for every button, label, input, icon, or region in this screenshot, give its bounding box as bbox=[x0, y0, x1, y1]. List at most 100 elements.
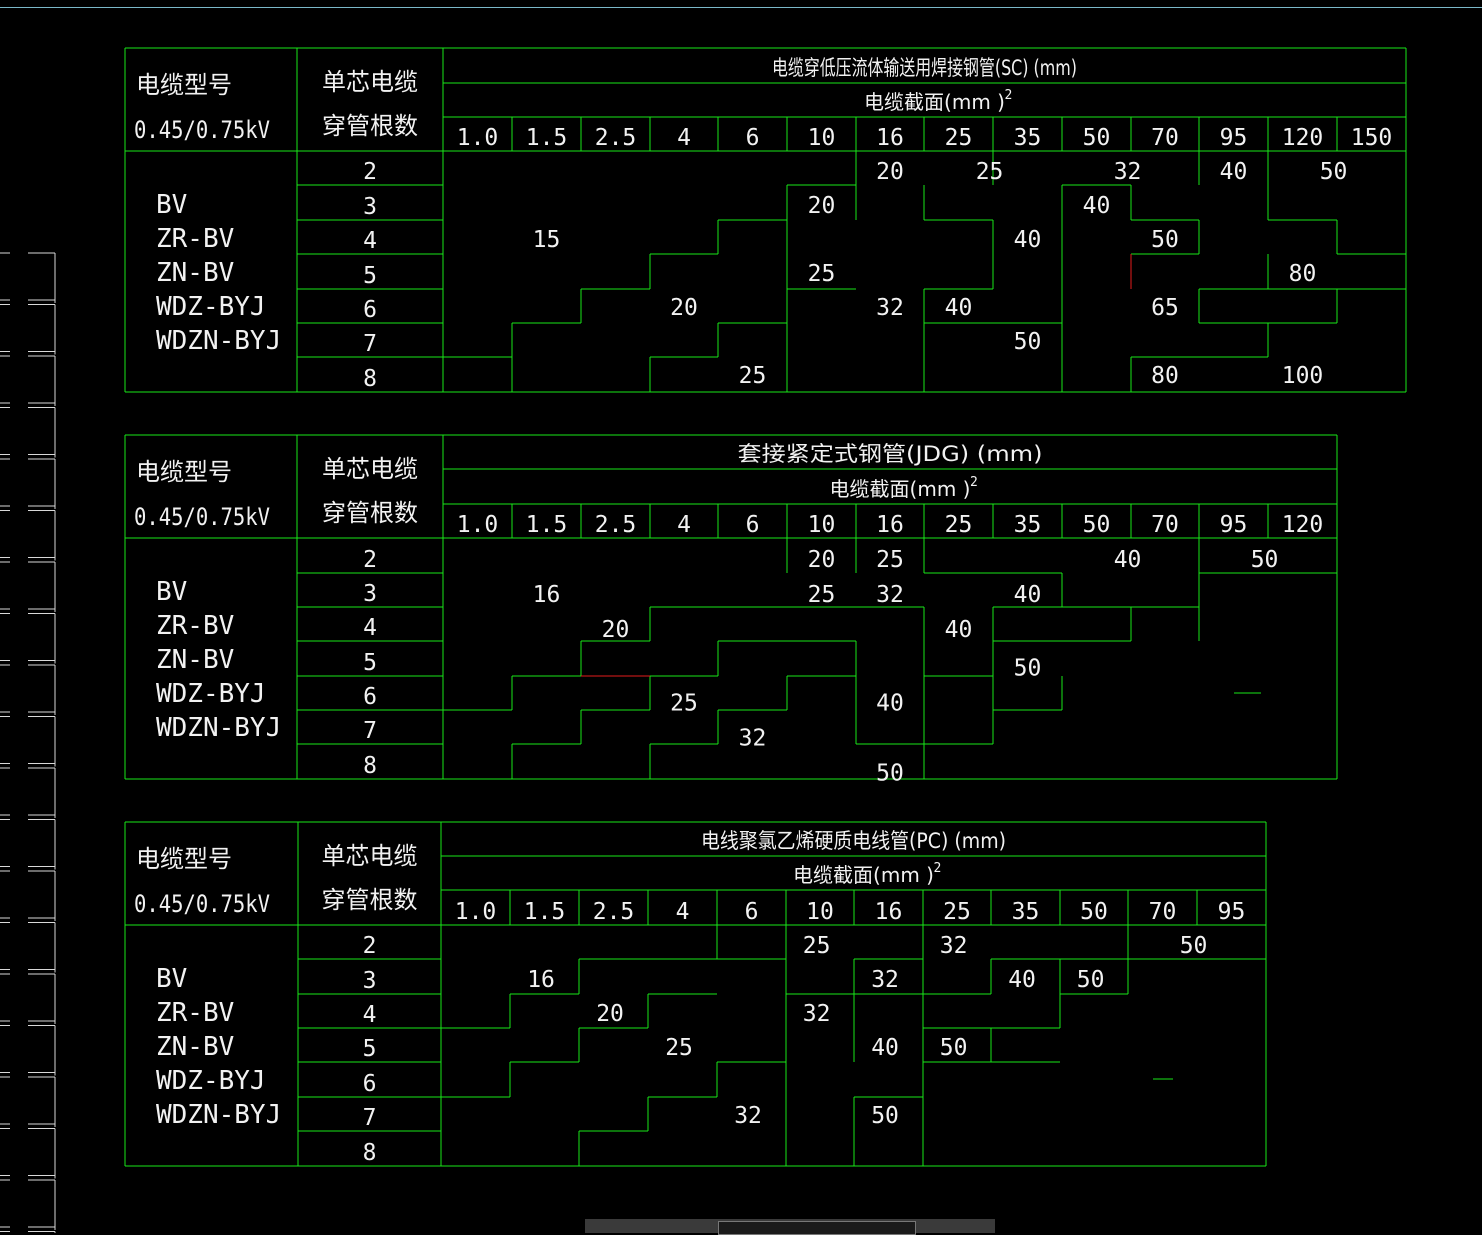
count-label: 4 bbox=[363, 615, 377, 641]
cable-model: ZR-BV bbox=[156, 611, 234, 641]
size-label: 70 bbox=[1151, 125, 1179, 151]
conduit-size-value: 40 bbox=[1083, 193, 1111, 219]
section-superscript: 2 bbox=[934, 861, 942, 876]
cable-model: BV bbox=[156, 190, 187, 220]
conduit-size-value: 50 bbox=[1151, 227, 1179, 253]
count-label: 3 bbox=[363, 581, 377, 607]
size-label: 35 bbox=[1012, 899, 1040, 925]
conduit-size-value: 32 bbox=[734, 1103, 762, 1129]
conduit-size-value: 40 bbox=[945, 295, 973, 321]
count-label-line1: 单芯电缆 bbox=[322, 68, 418, 96]
cable-type-label: 电缆型号 bbox=[136, 458, 232, 486]
size-label: 35 bbox=[1014, 512, 1042, 538]
section-superscript: 2 bbox=[970, 475, 978, 490]
count-label: 2 bbox=[363, 159, 377, 185]
count-label: 8 bbox=[363, 1140, 377, 1166]
conduit-size-value: 25 bbox=[976, 159, 1004, 185]
conduit-size-value: 32 bbox=[876, 582, 904, 608]
size-label: 95 bbox=[1220, 125, 1248, 151]
conduit-size-value: 80 bbox=[1289, 261, 1317, 287]
size-label: 25 bbox=[945, 512, 973, 538]
cable-model: WDZN-BYJ bbox=[156, 1100, 281, 1130]
cable-model: WDZN-BYJ bbox=[156, 713, 281, 743]
conduit-size-value: 50 bbox=[1180, 933, 1208, 959]
size-label: 6 bbox=[746, 512, 760, 538]
count-label-line2: 穿管根数 bbox=[322, 112, 418, 140]
conduit-size-value: 50 bbox=[1014, 656, 1042, 682]
size-label: 95 bbox=[1218, 899, 1246, 925]
size-label: 50 bbox=[1080, 899, 1108, 925]
count-label: 4 bbox=[363, 1002, 377, 1028]
count-label: 8 bbox=[363, 366, 377, 392]
size-label: 50 bbox=[1083, 512, 1111, 538]
size-label: 120 bbox=[1282, 512, 1324, 538]
conduit-size-value: 40 bbox=[945, 617, 973, 643]
conduit-size-value: 32 bbox=[876, 295, 904, 321]
size-label: 1.5 bbox=[526, 125, 568, 151]
canvas-top-border bbox=[0, 7, 1482, 8]
horizontal-scrollbar[interactable] bbox=[585, 1219, 995, 1235]
size-label: 25 bbox=[943, 899, 971, 925]
size-label: 120 bbox=[1282, 125, 1324, 151]
conduit-size-value: 15 bbox=[533, 227, 561, 253]
conduit-size-value: 20 bbox=[808, 193, 836, 219]
voltage-label: 0.45/0.75kV bbox=[134, 890, 270, 918]
conduit-size-value: 40 bbox=[1114, 547, 1142, 573]
size-label: 1.0 bbox=[457, 125, 499, 151]
cable-model: BV bbox=[156, 964, 187, 994]
size-label: 4 bbox=[677, 125, 691, 151]
conduit-size-value: 40 bbox=[1008, 967, 1036, 993]
size-label: 4 bbox=[677, 512, 691, 538]
cable-model: ZR-BV bbox=[156, 224, 234, 254]
count-label: 5 bbox=[363, 1036, 377, 1062]
table-title: 电线聚氯乙烯硬质电线管(PC) (mm) bbox=[701, 829, 1006, 853]
count-label: 7 bbox=[363, 718, 377, 744]
conduit-size-value: 20 bbox=[808, 547, 836, 573]
table-title: 套接紧定式钢管(JDG) (mm) bbox=[738, 442, 1043, 466]
conduit-size-value: 32 bbox=[871, 967, 899, 993]
conduit-size-value: 25 bbox=[876, 547, 904, 573]
conduit-size-value: 32 bbox=[739, 726, 767, 752]
conduit-size-value: 32 bbox=[1114, 159, 1142, 185]
size-label: 16 bbox=[876, 512, 904, 538]
conduit-size-value: 40 bbox=[876, 691, 904, 717]
conduit-size-value: 32 bbox=[940, 933, 968, 959]
section-label: 电缆截面(mm ) bbox=[864, 90, 1005, 114]
cable-model: ZR-BV bbox=[156, 998, 234, 1028]
conduit-size-value: 40 bbox=[1014, 227, 1042, 253]
voltage-label: 0.45/0.75kV bbox=[134, 116, 270, 144]
size-label: 70 bbox=[1149, 899, 1177, 925]
cable-type-label: 电缆型号 bbox=[136, 845, 232, 873]
section-label: 电缆截面(mm ) bbox=[830, 477, 971, 501]
conduit-size-value: 80 bbox=[1151, 363, 1179, 389]
size-label: 150 bbox=[1351, 125, 1393, 151]
table-title: 电缆穿低压流体输送用焊接钢管(SC) (mm) bbox=[772, 56, 1077, 80]
voltage-label: 0.45/0.75kV bbox=[134, 503, 270, 531]
conduit-size-value: 25 bbox=[808, 261, 836, 287]
count-label: 2 bbox=[363, 547, 377, 573]
cable-model: ZN-BV bbox=[156, 258, 234, 288]
conduit-size-value: 25 bbox=[665, 1035, 693, 1061]
size-label: 95 bbox=[1220, 512, 1248, 538]
count-label-line1: 单芯电缆 bbox=[322, 842, 418, 870]
cable-model: WDZN-BYJ bbox=[156, 326, 281, 356]
size-label: 16 bbox=[875, 899, 903, 925]
conduit-size-value: 32 bbox=[803, 1001, 831, 1027]
conduit-size-value: 20 bbox=[670, 295, 698, 321]
size-label: 1.0 bbox=[455, 899, 497, 925]
conduit-size-value: 50 bbox=[876, 761, 904, 787]
conduit-size-value: 50 bbox=[1077, 967, 1105, 993]
conduit-size-value: 100 bbox=[1282, 363, 1324, 389]
section-superscript: 2 bbox=[1005, 88, 1013, 103]
conduit-size-value: 40 bbox=[1220, 159, 1248, 185]
count-label: 4 bbox=[363, 228, 377, 254]
cable-model: ZN-BV bbox=[156, 1032, 234, 1062]
conduit-size-value: 16 bbox=[527, 967, 555, 993]
size-label: 10 bbox=[808, 512, 836, 538]
conduit-size-value: 40 bbox=[1014, 582, 1042, 608]
size-label: 70 bbox=[1151, 512, 1179, 538]
count-label: 7 bbox=[363, 331, 377, 357]
size-label: 2.5 bbox=[593, 899, 635, 925]
